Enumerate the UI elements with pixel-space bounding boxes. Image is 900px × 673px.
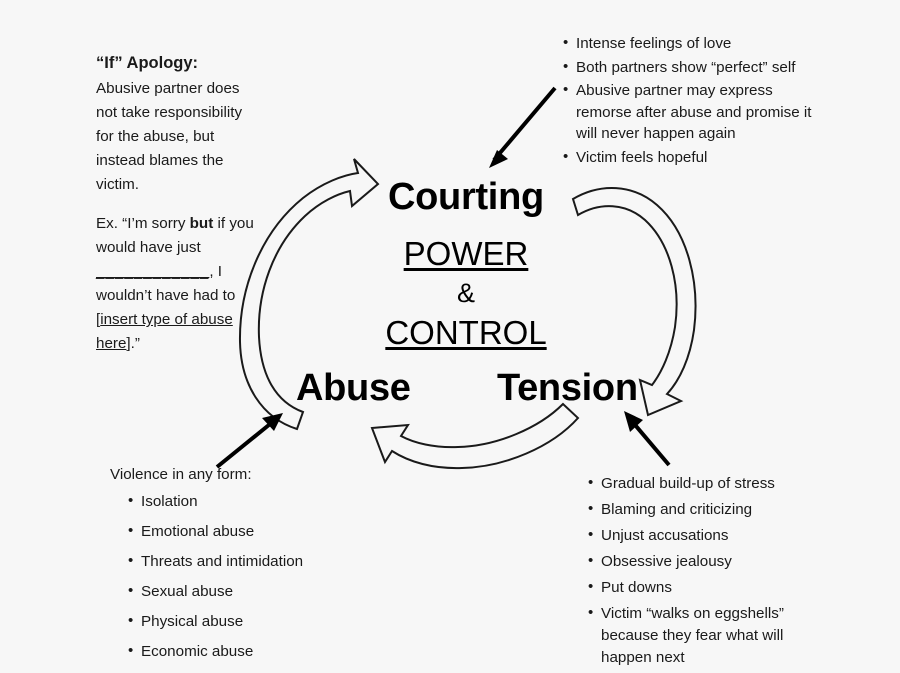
- list-item: Obsessive jealousy: [588, 550, 838, 573]
- center-line-ampersand: &: [456, 277, 475, 308]
- example-underlined-insert: insert type of abuse here: [96, 311, 233, 353]
- example-fill-in-blank: ____________: [96, 263, 210, 281]
- list-item: Victim “walks on eggshells” because they…: [588, 602, 838, 669]
- list-item: Unjust accusations: [588, 524, 838, 547]
- callout-tension: Gradual build-up of stress Blaming and c…: [588, 472, 838, 673]
- cycle-arrow-tension-to-abuse: [370, 402, 580, 470]
- list-item: Sexual abuse: [128, 580, 370, 603]
- list-item: Emotional abuse: [128, 520, 370, 543]
- example-bold-but: but: [189, 215, 214, 233]
- spacer: [96, 197, 256, 212]
- stage-label-tension: Tension: [497, 367, 638, 409]
- center-line-power: POWER: [403, 235, 529, 272]
- pointer-arrow-abuse: [215, 413, 283, 469]
- list-item: Threats and intimidation: [128, 550, 370, 573]
- callout-abuse: Violence in any form: Isolation Emotiona…: [110, 464, 370, 671]
- if-apology-heading: “If” Apology:: [96, 54, 199, 72]
- pointer-arrow-tension: [624, 411, 671, 467]
- if-apology-example: Ex. “I’m sorry but if you would have jus…: [96, 212, 256, 356]
- example-end: ].”: [126, 335, 140, 353]
- example-mid: if you would have just: [96, 215, 254, 257]
- callout-courting: Intense feelings of love Both partners s…: [563, 32, 831, 170]
- stage-label-abuse: Abuse: [296, 367, 411, 409]
- example-after-blank: , I wouldn’t have had to [: [96, 263, 236, 329]
- stage-label-courting: Courting: [388, 176, 544, 218]
- example-prefix: Ex. “I’m sorry: [96, 215, 190, 233]
- list-item: Isolation: [128, 490, 370, 513]
- pointer-arrow-courting: [489, 86, 557, 168]
- list-item: Blaming and criticizing: [588, 498, 838, 521]
- list-item: Victim feels hopeful: [563, 146, 831, 169]
- list-item: Intense feelings of love: [563, 32, 831, 55]
- abuse-lead-text: Violence in any form:: [110, 466, 252, 483]
- list-item: Physical abuse: [128, 610, 370, 633]
- list-item: Both partners show “perfect” self: [563, 56, 831, 79]
- list-item: Abusive partner may express remorse afte…: [563, 79, 831, 145]
- tension-bullet-list: Gradual build-up of stress Blaming and c…: [588, 472, 838, 669]
- list-item: Gradual build-up of stress: [588, 472, 838, 495]
- cycle-arrow-abuse-to-courting: [238, 158, 380, 431]
- list-item: Put downs: [588, 576, 838, 599]
- list-item: Economic abuse: [128, 640, 370, 663]
- abuse-bullet-list: Isolation Emotional abuse Threats and in…: [110, 490, 370, 663]
- cycle-arrow-courting-to-tension: [571, 187, 697, 417]
- center-line-control: CONTROL: [385, 314, 547, 352]
- if-apology-body: Abusive partner does not take responsibi…: [96, 80, 243, 194]
- courting-bullet-list: Intense feelings of love Both partners s…: [563, 32, 831, 169]
- center-power-and-control: POWER & CONTROL: [366, 232, 566, 355]
- callout-if-apology: “If” Apology: Abusive partner does not t…: [96, 50, 256, 356]
